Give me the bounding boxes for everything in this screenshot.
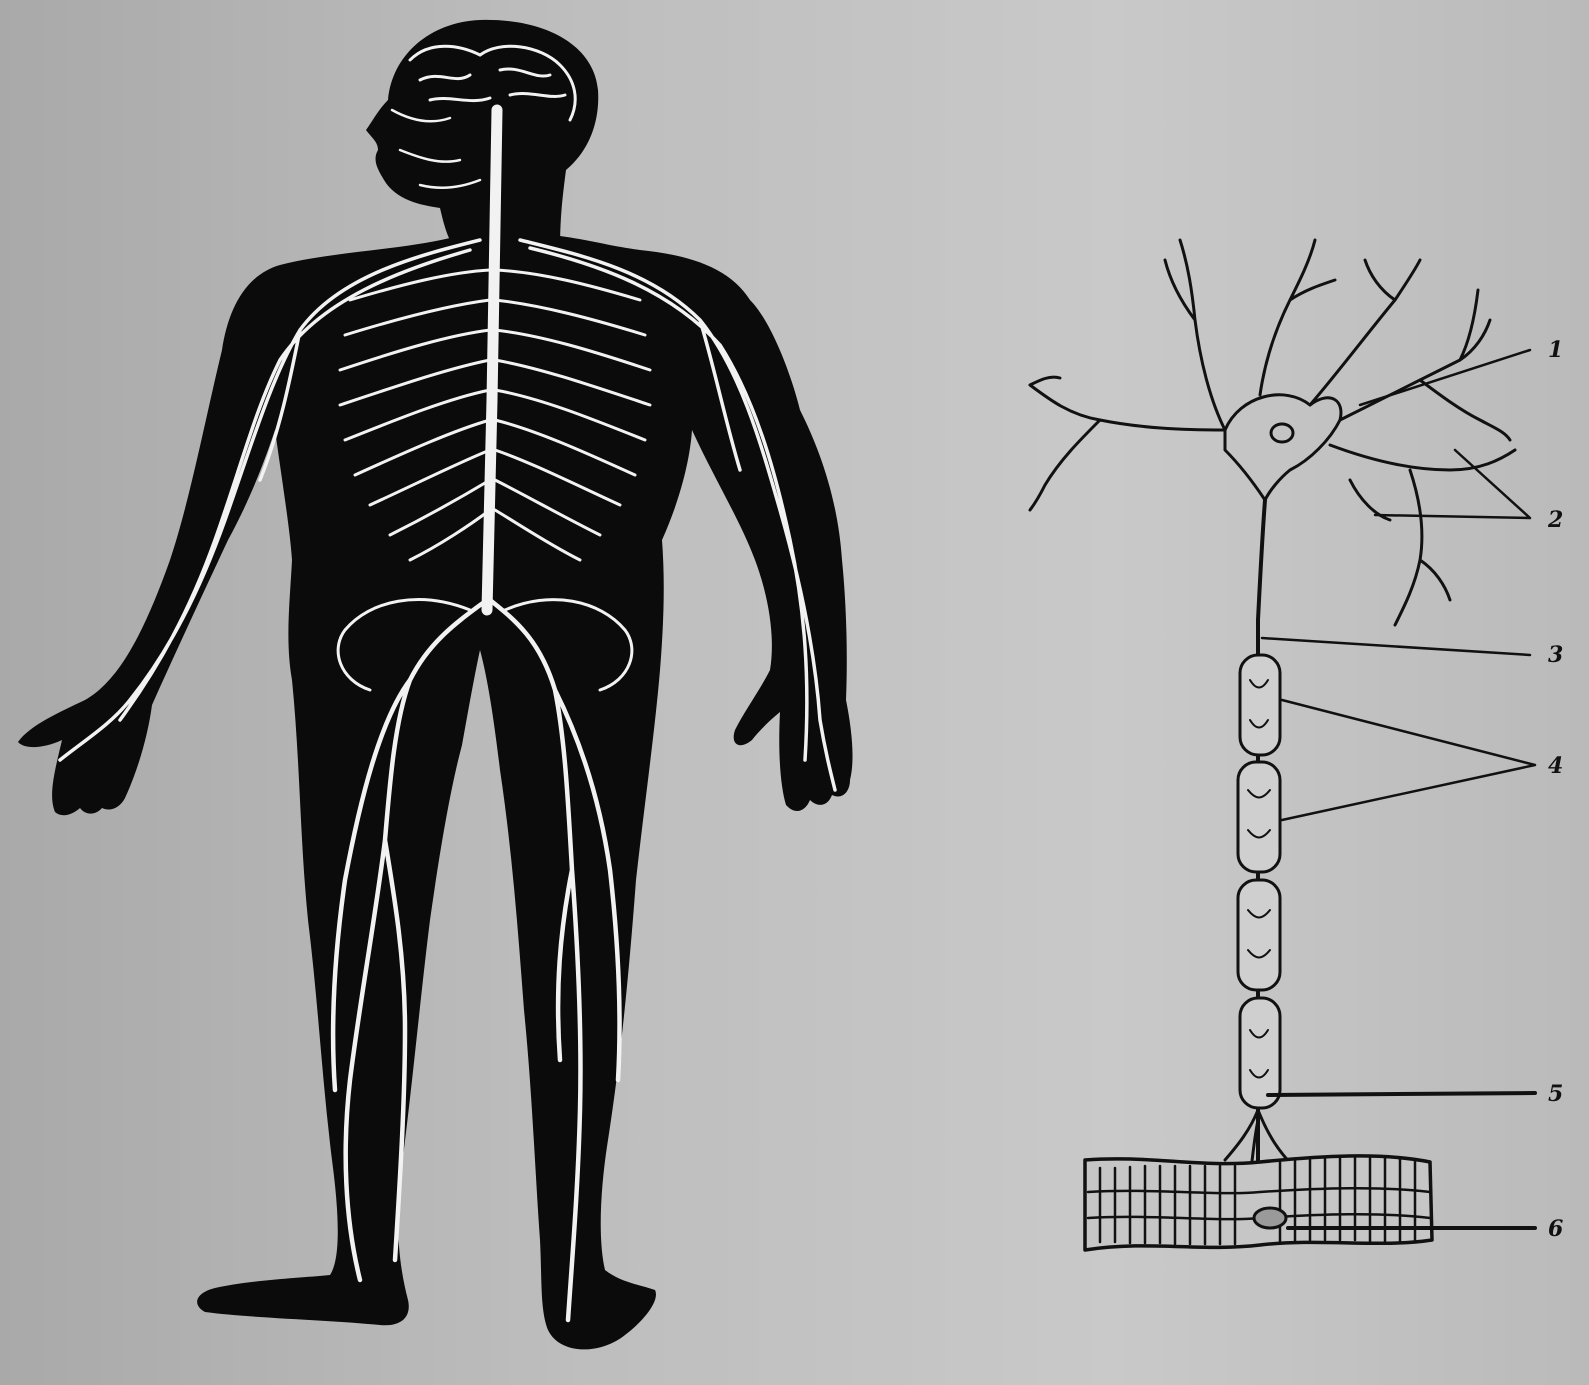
callout-label-1: 1 xyxy=(1548,337,1563,363)
leader-lines xyxy=(1262,350,1535,1228)
leader-line-2 xyxy=(1375,450,1530,518)
callout-label-3: 3 xyxy=(1548,642,1563,668)
motor-end-plate xyxy=(1254,1208,1286,1228)
myelin-segment xyxy=(1238,880,1280,990)
muscle-fiber xyxy=(1085,1156,1432,1250)
myelin-sheath xyxy=(1238,655,1280,1108)
callout-label-4: 4 xyxy=(1548,753,1563,779)
leader-line-4 xyxy=(1282,700,1535,820)
neuron-diagram xyxy=(1030,240,1535,1250)
callout-labels: 1 2 3 4 5 6 xyxy=(1547,337,1563,1242)
leader-line-5 xyxy=(1268,1093,1535,1095)
myelin-segment xyxy=(1240,655,1280,755)
neuron-cell-body xyxy=(1225,395,1341,500)
leader-line-3 xyxy=(1262,638,1530,655)
body-silhouette xyxy=(18,236,853,1349)
callout-label-2: 2 xyxy=(1547,507,1563,533)
neuron-nucleus xyxy=(1271,424,1293,442)
callout-label-6: 6 xyxy=(1548,1216,1563,1242)
myelin-segment xyxy=(1238,762,1280,872)
callout-label-5: 5 xyxy=(1548,1081,1563,1107)
myelin-segment xyxy=(1240,998,1280,1108)
human-body-illustration xyxy=(18,20,853,1350)
